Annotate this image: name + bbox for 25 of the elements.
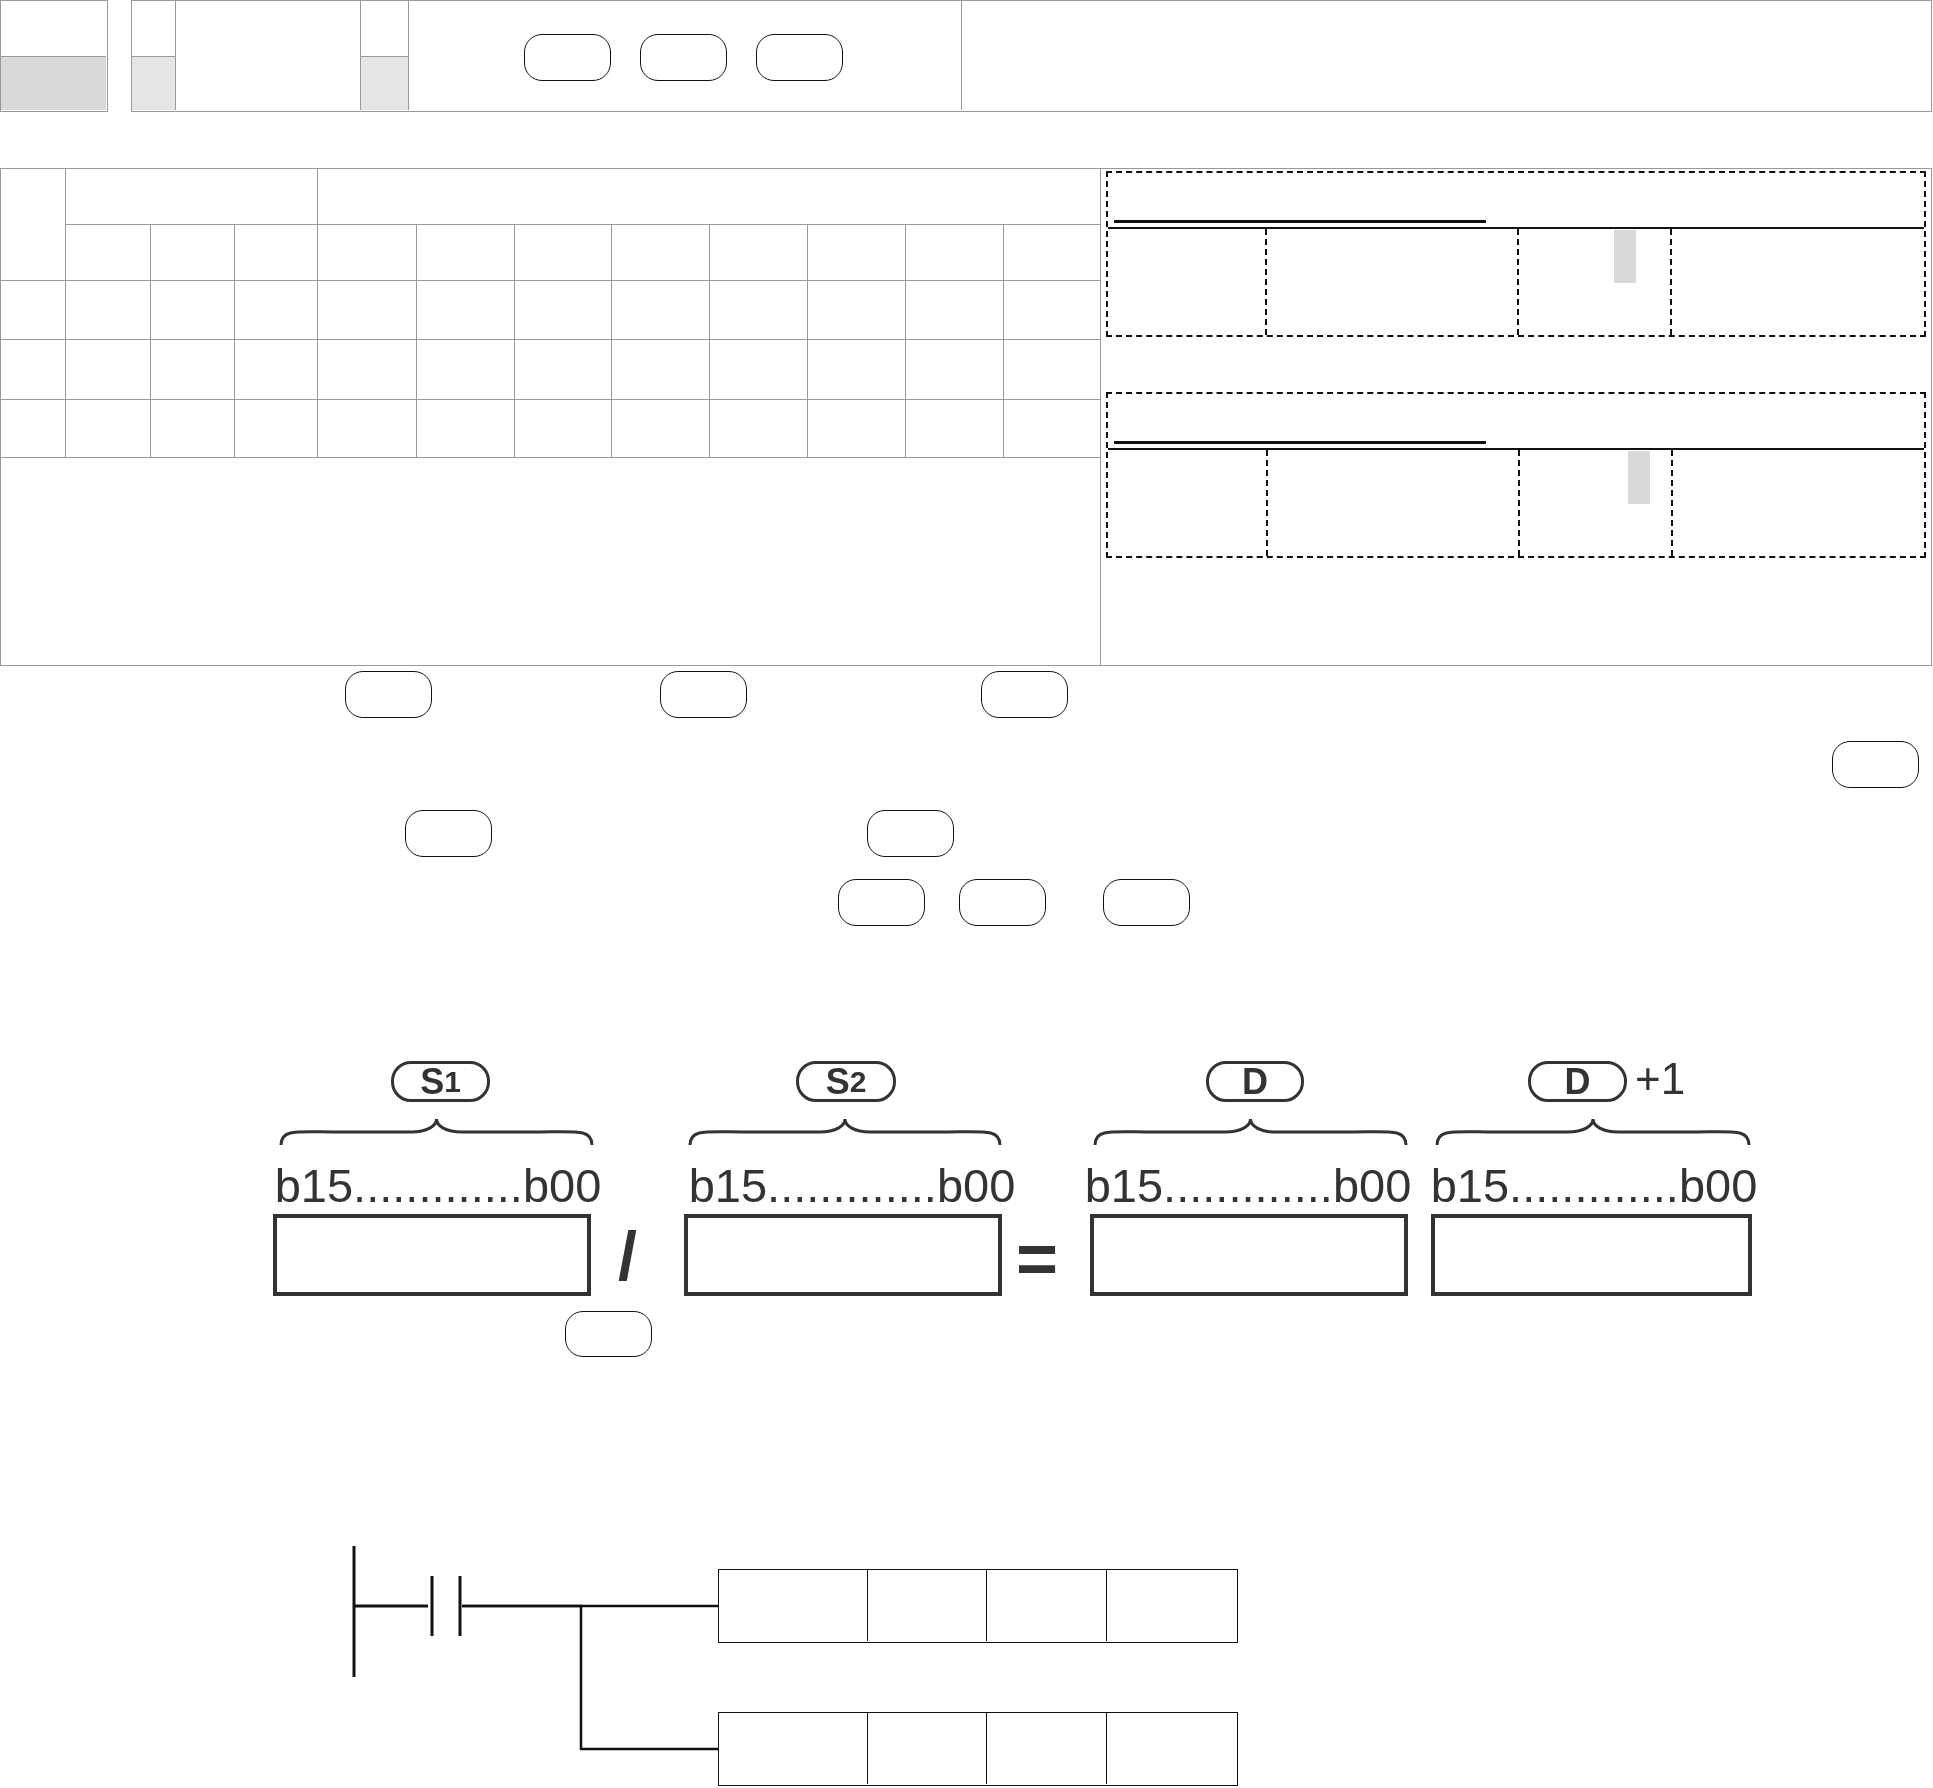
rung-wire [462,1604,718,1751]
equals-sign: = [1016,1222,1059,1294]
division-sign: / [617,1222,638,1290]
bit-range-label: b15.............b00 [1430,1160,1758,1212]
operand-tag [565,1311,652,1357]
operand-tag: D [1206,1061,1304,1102]
offset-label: +1 [1635,1055,1686,1104]
operand-tag [660,671,747,718]
instruction-box [718,1569,1238,1643]
operand-tag [838,879,925,926]
bit-range-label: b15.............b00 [274,1160,602,1212]
operand-tag [345,671,432,718]
operand-tag [524,34,611,81]
operand-tag [756,34,843,81]
operand-tag: D [1528,1061,1627,1102]
operand-tag [405,810,492,857]
operand-tag [1103,879,1190,926]
operand-tag [981,671,1068,718]
operand-tag [867,810,954,857]
bit-range-label: b15.............b00 [688,1160,1016,1212]
operand-tag [1832,741,1919,788]
bit-range-label: b15.............b00 [1084,1160,1412,1212]
operand-tag [959,879,1046,926]
operand-tag [640,34,727,81]
instruction-box [718,1712,1238,1786]
